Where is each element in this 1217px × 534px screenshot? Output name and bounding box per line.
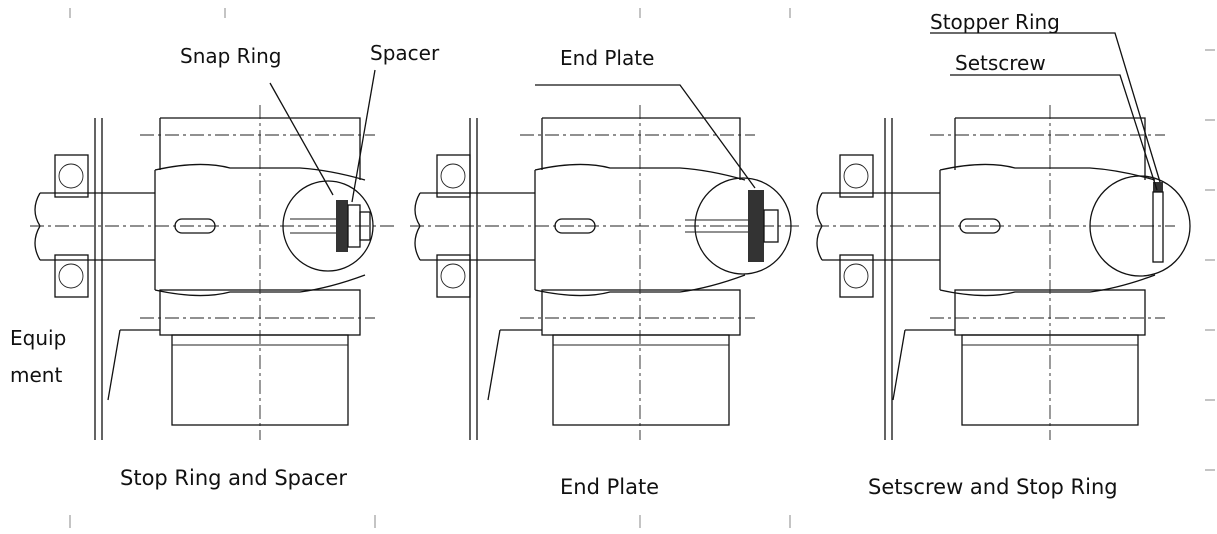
- caption-end-plate: End Plate: [560, 475, 660, 499]
- background-ticks: [69, 8, 1215, 528]
- assembly-end-plate: [410, 84, 800, 440]
- stopper-ring-label: Stopper Ring: [930, 10, 1060, 34]
- assembly-stop-ring-and-spacer: [30, 69, 395, 440]
- equipment-label-line2: ment: [10, 363, 63, 387]
- spacer-label: Spacer: [370, 41, 440, 65]
- assembly-setscrew-and-stop-ring: [815, 32, 1191, 440]
- setscrew-label: Setscrew: [955, 51, 1046, 75]
- caption-setscrew-and-stop-ring: Setscrew and Stop Ring: [868, 475, 1118, 499]
- snap-ring-label: Snap Ring: [180, 44, 282, 68]
- caption-stop-ring-and-spacer: Stop Ring and Spacer: [120, 466, 347, 490]
- end-plate-label: End Plate: [560, 46, 655, 70]
- equipment-label-line1: Equip: [10, 326, 67, 350]
